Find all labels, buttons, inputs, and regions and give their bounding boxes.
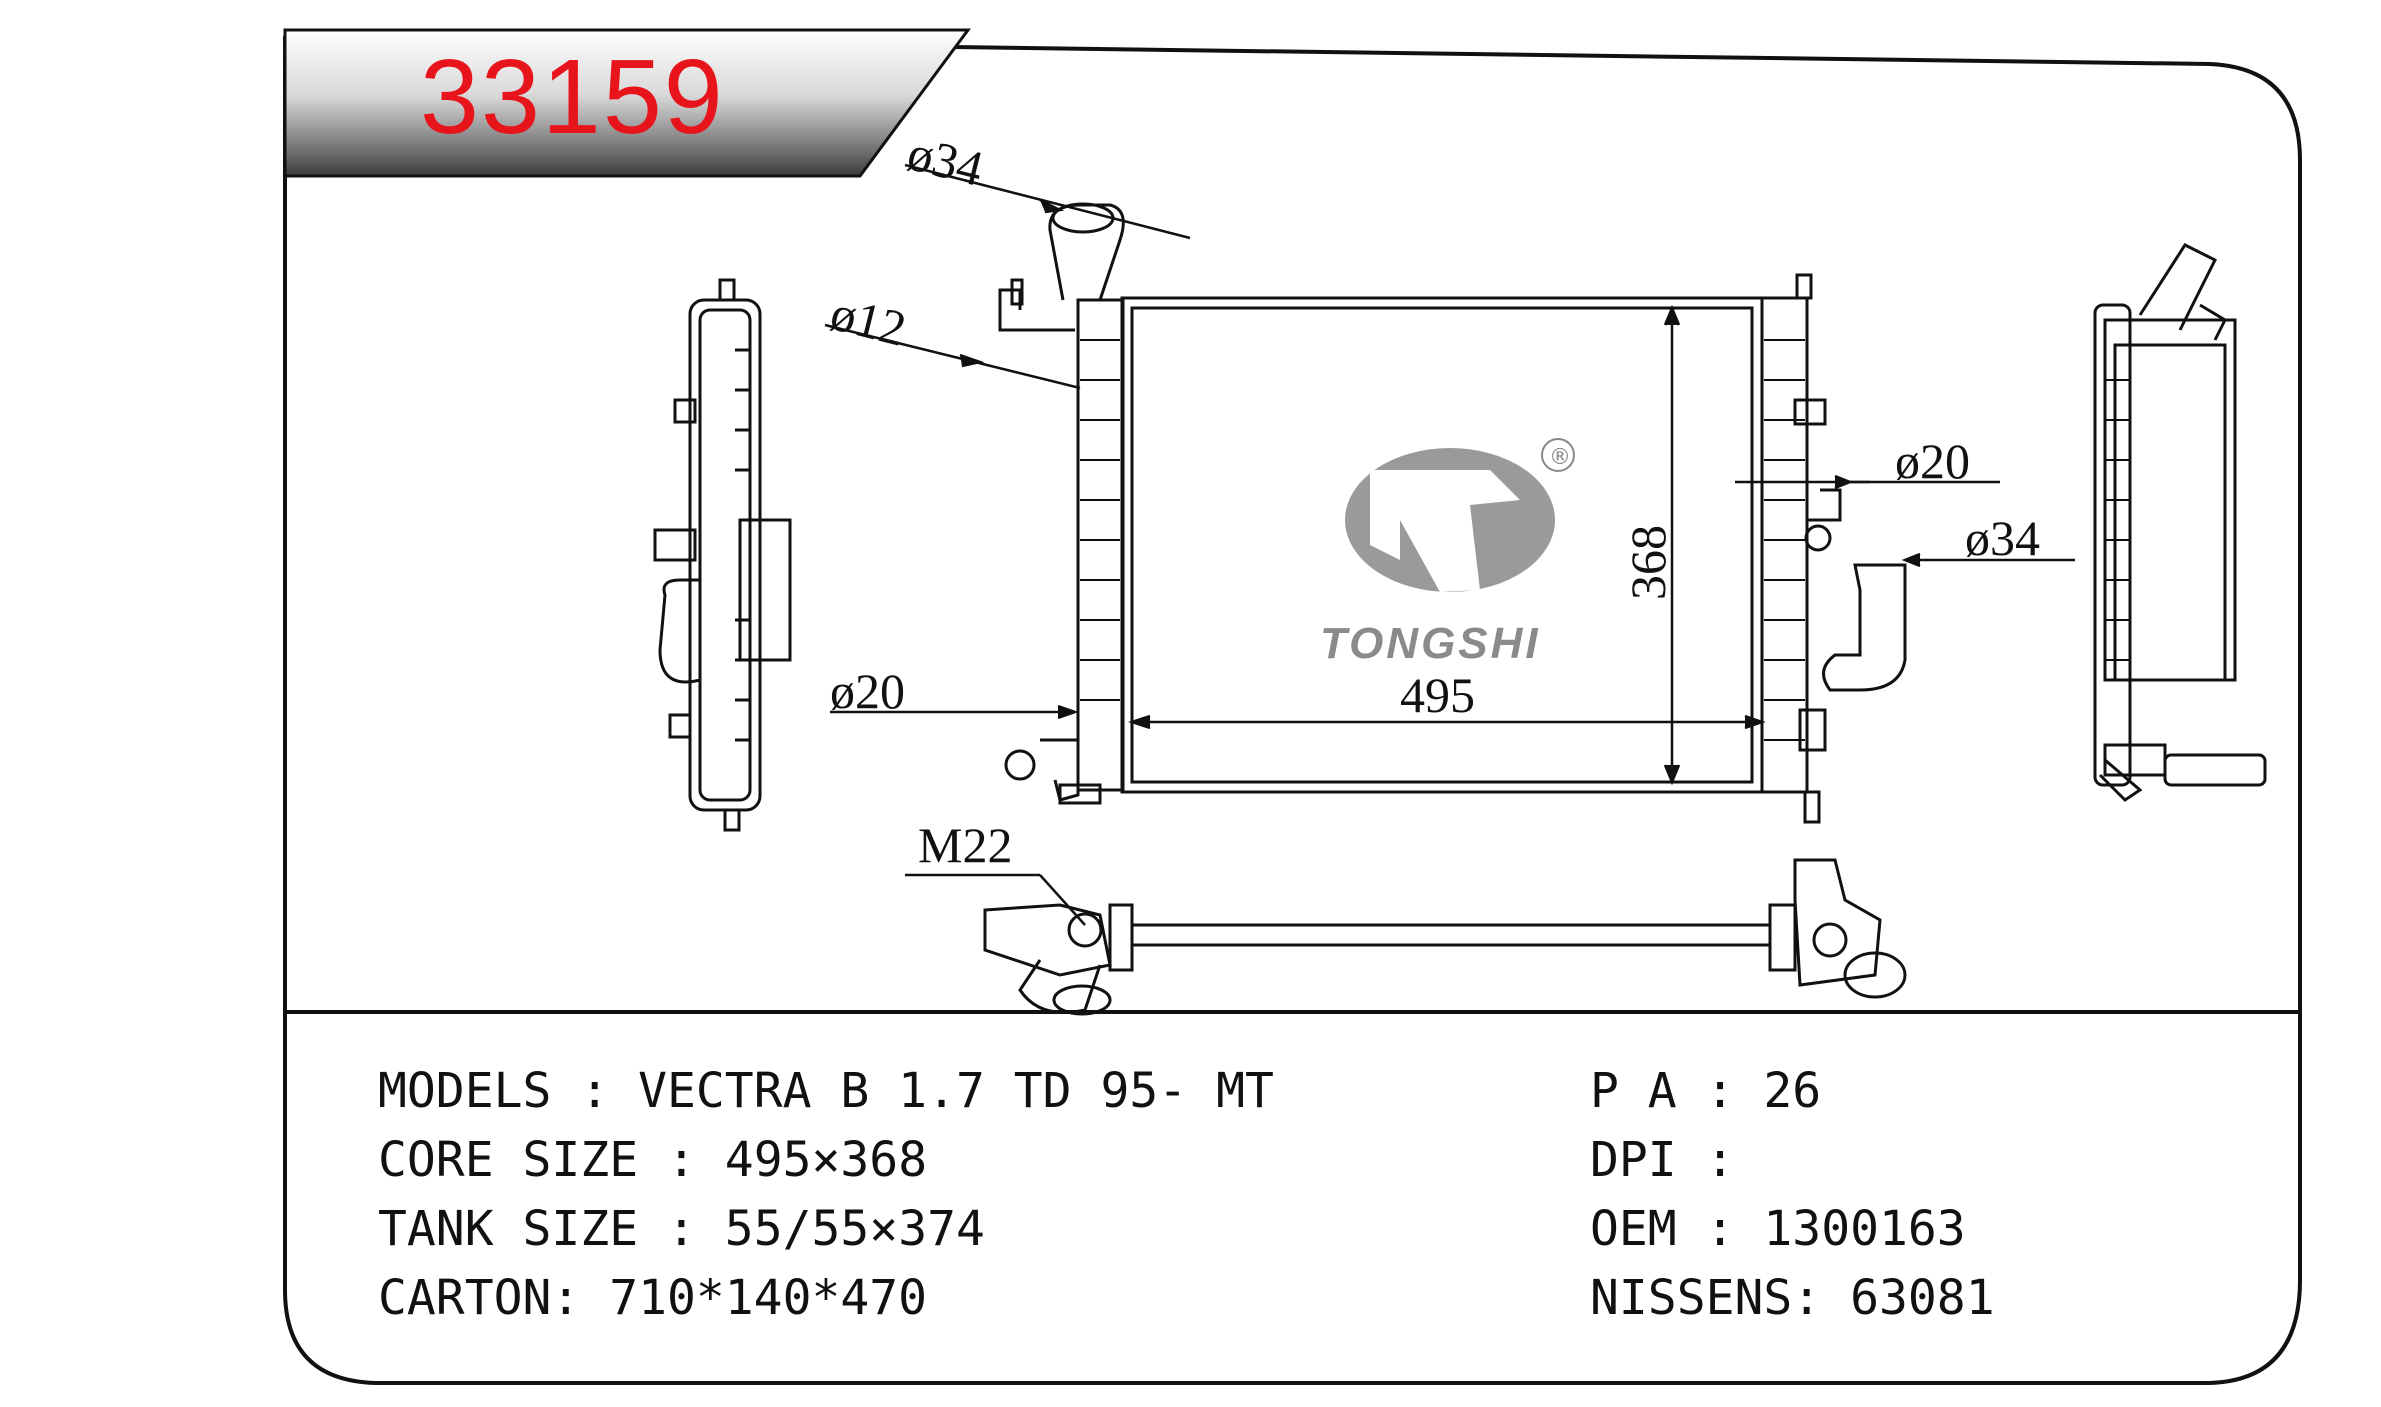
spec-label: CARTON: [378, 1270, 552, 1326]
spec-value: 63081: [1850, 1270, 1995, 1326]
spec-label: TANK SIZE: [378, 1201, 639, 1257]
spec-label: CORE SIZE: [378, 1132, 639, 1188]
dim-right-outlet: ø34: [1965, 510, 2040, 566]
registered-mark: ®: [1549, 445, 1571, 470]
spec-carton: CARTON: 710*140*470: [378, 1272, 927, 1324]
dim-core-height: 368: [1620, 525, 1676, 600]
spec-label: DPI: [1590, 1132, 1677, 1188]
spec-sep: :: [551, 1270, 610, 1326]
dim-core-width: 495: [1400, 667, 1475, 723]
spec-label: OEM: [1590, 1201, 1677, 1257]
spec-sep: :: [638, 1201, 725, 1257]
dim-left-lower: ø20: [830, 663, 905, 719]
spec-value: VECTRA B 1.7 TD 95- MT: [638, 1063, 1274, 1119]
spec-value: 26: [1763, 1063, 1822, 1119]
radiator-front-view: [998, 202, 1907, 824]
spec-label: P A: [1590, 1063, 1677, 1119]
spec-core-size: CORE SIZE : 495×368: [378, 1134, 927, 1186]
spec-sep: :: [638, 1132, 725, 1188]
brand-name: TONGSHI: [1320, 619, 1541, 668]
left-tank-view: [653, 278, 792, 832]
dim-right-upper: ø20: [1895, 433, 1970, 489]
dim-small-pipe: ø12: [825, 284, 911, 356]
spec-label: NISSENS: [1590, 1270, 1793, 1326]
spec-pa: P A : 26: [1590, 1065, 1821, 1117]
spec-value: 495×368: [724, 1132, 928, 1188]
spec-sep: :: [1792, 1270, 1851, 1326]
spec-sep: :: [1676, 1201, 1764, 1257]
tongshi-logo-icon: [1345, 438, 1575, 592]
spec-models: MODELS : VECTRA B 1.7 TD 95- MT: [378, 1065, 1274, 1117]
spec-value: 710*140*470: [609, 1270, 928, 1326]
spec-label: MODELS: [378, 1063, 552, 1119]
spec-value: 1300163: [1763, 1201, 1966, 1257]
spec-sep: :: [1676, 1132, 1764, 1188]
spec-oem: OEM : 1300163: [1590, 1203, 1966, 1255]
spec-sep: :: [551, 1063, 639, 1119]
spec-dpi: DPI :: [1590, 1134, 1763, 1186]
dim-inlet-top: ø34: [902, 124, 988, 196]
dim-thread: M22: [918, 817, 1012, 873]
spec-nissens: NISSENS: 63081: [1590, 1272, 1995, 1324]
title-banner: [283, 28, 971, 178]
dimension-lines: [824, 163, 2075, 926]
sheet-border: [283, 35, 2302, 1385]
spec-tank-size: TANK SIZE : 55/55×374: [378, 1203, 985, 1255]
part-number: 33159: [420, 38, 725, 156]
spec-sep: :: [1676, 1063, 1764, 1119]
radiator-bottom-view: [983, 858, 1907, 1016]
right-tank-view: [2093, 243, 2267, 802]
spec-value: 55/55×374: [724, 1201, 985, 1257]
